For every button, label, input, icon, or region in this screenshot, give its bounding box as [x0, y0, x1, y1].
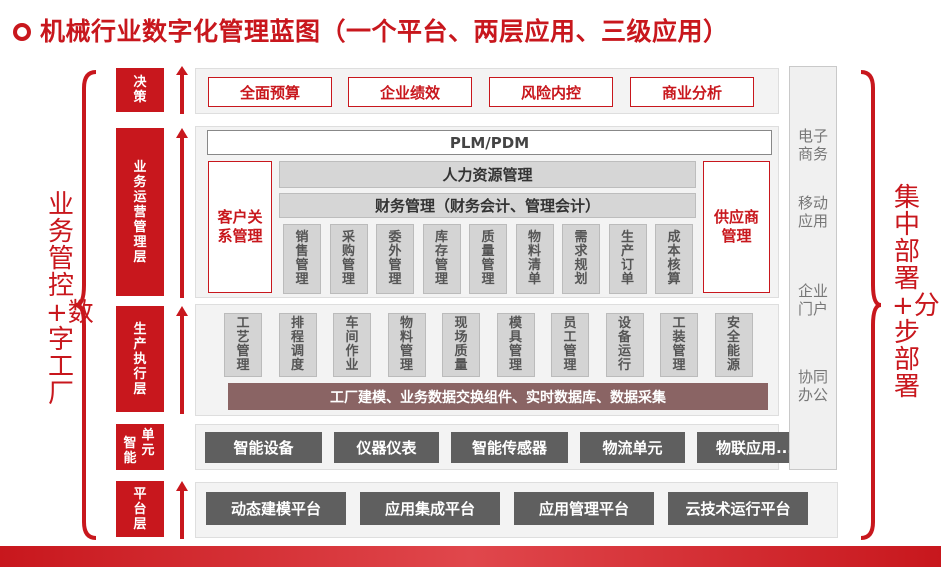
arrow-up-icon	[176, 306, 188, 414]
hr-management-bar: 人力资源管理	[279, 161, 696, 188]
layer-label-smart-unit: 智能 单元	[116, 424, 164, 470]
title-bullet-icon	[13, 23, 31, 41]
decision-item-performance: 企业绩效	[348, 77, 472, 107]
smart-unit-item: 智能传感器	[451, 432, 568, 463]
execution-module: 设备运行	[605, 313, 644, 377]
operations-module: 成本核算	[655, 224, 693, 294]
layer-label-decision: 决策	[116, 68, 164, 112]
operations-module: 采购管理	[329, 224, 368, 294]
right-item-collaboration: 协同办公	[797, 368, 828, 404]
execution-module: 安全能源	[714, 313, 753, 377]
execution-module: 现场质量	[442, 313, 480, 377]
operations-module: 生产订单	[608, 224, 647, 294]
plm-pdm-bar: PLM/PDM	[207, 130, 772, 155]
layer-label-platform: 平台层	[116, 481, 164, 537]
smart-unit-label-left: 智能	[123, 436, 137, 466]
platform-item: 动态建模平台	[206, 492, 346, 525]
right-brace-label: 集中部署+分步部署	[892, 183, 940, 402]
platform-item: 应用管理平台	[514, 492, 654, 525]
operations-module: 需求规划	[562, 224, 600, 294]
execution-module: 员工管理	[551, 313, 589, 377]
operations-module: 销售管理	[283, 224, 321, 294]
smart-unit-item: 仪器仪表	[334, 432, 439, 463]
execution-module: 工艺管理	[224, 313, 262, 377]
arrow-up-icon	[176, 128, 188, 298]
crm-box: 客户关系管理	[208, 161, 272, 293]
bottom-band	[0, 546, 941, 567]
right-brace-icon	[860, 70, 881, 540]
left-brace-label: 业务管控+数字工厂	[46, 190, 94, 409]
execution-module: 物料管理	[387, 313, 426, 377]
operations-module: 物料清单	[515, 224, 554, 294]
smart-unit-item: 物流单元	[580, 432, 685, 463]
arrow-up-icon	[176, 481, 188, 539]
execution-module: 工装管理	[660, 313, 698, 377]
arrow-up-icon	[176, 66, 188, 114]
operations-module: 库存管理	[422, 224, 461, 294]
operations-module: 委外管理	[376, 224, 414, 294]
right-item-ecommerce: 电子商务	[797, 127, 828, 163]
page-title: 机械行业数字化管理蓝图（一个平台、两层应用、三级应用）	[40, 17, 729, 46]
supplier-management-box: 供应商管理	[703, 161, 770, 293]
execution-module: 排程调度	[278, 313, 317, 377]
layer-label-operations: 业务运营管理层	[116, 128, 164, 296]
right-item-mobile-apps: 移动应用	[797, 194, 828, 230]
execution-module: 车间作业	[333, 313, 371, 377]
left-brace-icon	[76, 70, 97, 540]
factory-modeling-bar: 工厂建模、业务数据交换组件、实时数据库、数据采集	[228, 383, 768, 410]
execution-module: 模具管理	[496, 313, 535, 377]
layer-label-execution: 生产执行层	[116, 306, 164, 412]
platform-item: 应用集成平台	[360, 492, 500, 525]
decision-item-budget: 全面预算	[208, 77, 332, 107]
platform-item: 云技术运行平台	[668, 492, 808, 525]
finance-management-bar: 财务管理（财务会计、管理会计）	[279, 193, 696, 218]
smart-unit-label-right: 单元	[141, 428, 155, 458]
right-column-panel	[789, 66, 837, 470]
decision-item-business-analysis: 商业分析	[630, 77, 754, 107]
decision-item-risk-control: 风险内控	[489, 77, 613, 107]
right-item-enterprise-portal: 企业门户	[797, 282, 828, 318]
smart-unit-item: 智能设备	[205, 432, 322, 463]
operations-module: 质量管理	[469, 224, 507, 294]
